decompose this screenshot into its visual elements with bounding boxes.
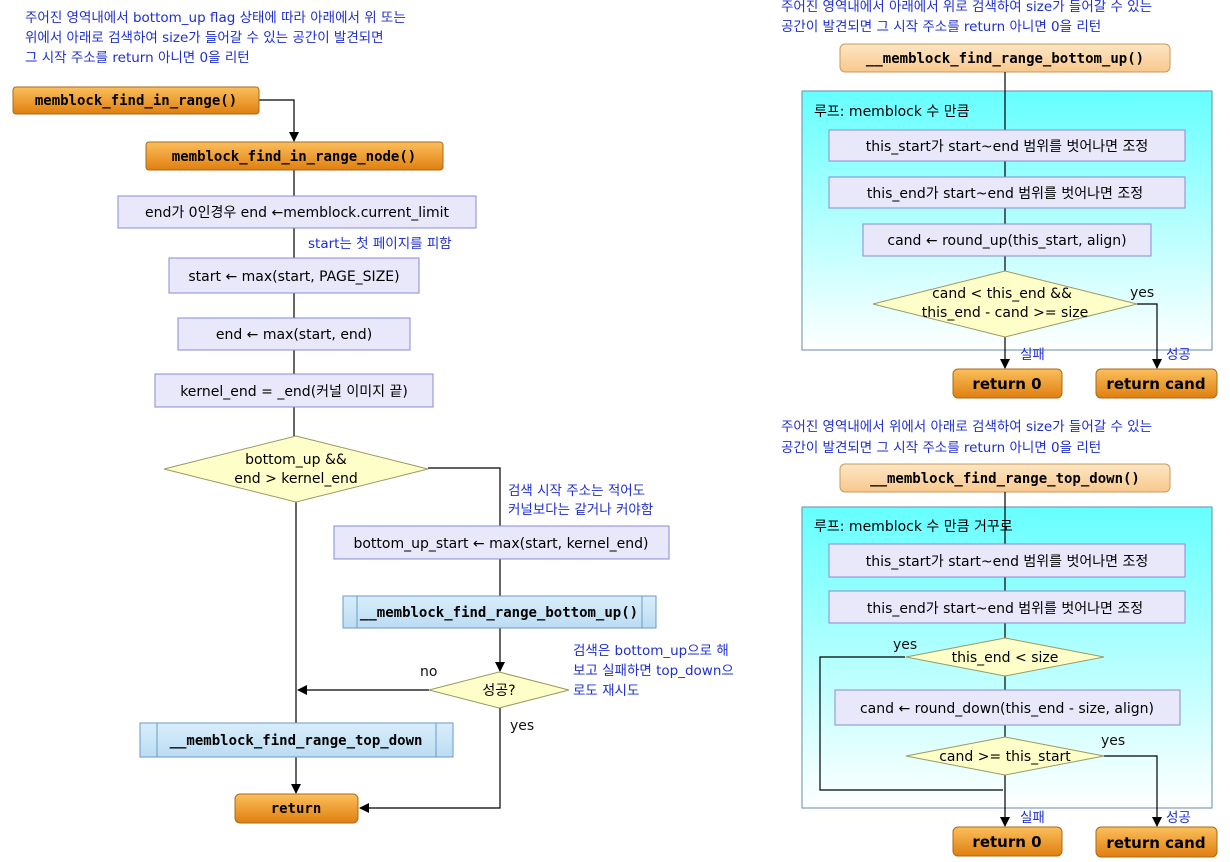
- step-kernel-end: kernel_end = _end(커널 이미지 끝): [154, 373, 434, 408]
- svg-text:this_start가 start~end 범위를 벗어나면: this_start가 start~end 범위를 벗어나면 조정: [866, 139, 1148, 155]
- note-mid-right: 주어진 영역내에서 위에서 아래로 검색하여 size가 들어갈 수 있는 공간…: [781, 419, 1152, 456]
- td-label-yes-1: yes: [893, 637, 917, 653]
- svg-text:end > kernel_end: end > kernel_end: [234, 471, 357, 487]
- bottom-up-title[interactable]: __memblock_find_range_bottom_up(): [839, 43, 1171, 73]
- svg-text:this_end - cand >= size: this_end - cand >= size: [922, 305, 1088, 321]
- td-label-fail: 실패: [1020, 810, 1045, 826]
- svg-text:cand ← round_up(this_start, al: cand ← round_up(this_start, align): [887, 233, 1126, 249]
- svg-text:bottom_up &&: bottom_up &&: [245, 452, 347, 468]
- svg-text:__memblock_find_range_top_down: __memblock_find_range_top_down(): [870, 471, 1140, 487]
- step-end-limit: end가 0인경우 end ←memblock.current_limit: [117, 195, 477, 229]
- fn-entry-box[interactable]: memblock_find_in_range(): [12, 86, 260, 115]
- svg-text:그 시작 주소를 return 아니면 0을 리턴: 그 시작 주소를 return 아니면 0을 리턴: [25, 50, 250, 66]
- svg-text:this_end가 start~end 범위를 벗어나면 조: this_end가 start~end 범위를 벗어나면 조정: [867, 601, 1143, 617]
- svg-text:로도 재시도: 로도 재시도: [573, 683, 639, 699]
- bu-label-fail: 실패: [1020, 347, 1045, 363]
- fn-bottom-up-call[interactable]: __memblock_find_range_bottom_up(): [342, 595, 657, 629]
- bu-label-yes: yes: [1130, 285, 1154, 301]
- svg-text:return 0: return 0: [972, 833, 1041, 851]
- step-start-max: start ← max(start, PAGE_SIZE): [168, 257, 420, 294]
- svg-text:memblock_find_in_range(): memblock_find_in_range(): [35, 93, 237, 109]
- svg-text:주어진 영역내에서 위에서 아래로 검색하여 size가 들: 주어진 영역내에서 위에서 아래로 검색하여 size가 들어갈 수 있는: [781, 419, 1152, 435]
- td-decision-size: this_end < size: [905, 637, 1105, 677]
- svg-text:주어진 영역내에서 아래에서 위로 검색하여 size가 들: 주어진 영역내에서 아래에서 위로 검색하여 size가 들어갈 수 있는: [781, 0, 1152, 15]
- label-no: no: [420, 664, 437, 680]
- note-retry: 검색은 bottom_up으로 해 보고 실패하면 top_down으 로도 재…: [573, 643, 734, 699]
- bu-decision: cand < this_end && this_end - cand >= si…: [872, 270, 1138, 338]
- svg-text:return: return: [271, 801, 322, 817]
- bu-return-0[interactable]: return 0: [952, 368, 1063, 399]
- bu-adjust-start: this_start가 start~end 범위를 벗어나면 조정: [828, 129, 1186, 162]
- step-bottom-up-start: bottom_up_start ← max(start, kernel_end): [333, 525, 670, 560]
- decision-bottom-up: bottom_up && end > kernel_end: [163, 435, 429, 503]
- bu-adjust-end: this_end가 start~end 범위를 벗어나면 조정: [828, 176, 1186, 209]
- svg-text:this_end < size: this_end < size: [952, 650, 1059, 666]
- svg-text:return cand: return cand: [1106, 375, 1205, 393]
- svg-text:start ← max(start, PAGE_SIZE): start ← max(start, PAGE_SIZE): [188, 269, 399, 285]
- svg-text:end가 0인경우 end ←memblock.curren: end가 0인경우 end ←memblock.current_limit: [145, 205, 450, 221]
- svg-text:__memblock_find_range_top_down: __memblock_find_range_top_down: [170, 733, 423, 749]
- bu-cand: cand ← round_up(this_start, align): [862, 223, 1152, 257]
- svg-text:위에서 아래로 검색하여 size가 들어갈 수 있는 공간: 위에서 아래로 검색하여 size가 들어갈 수 있는 공간이 발견되면: [25, 30, 384, 46]
- td-adjust-start: this_start가 start~end 범위를 벗어나면 조정: [828, 543, 1186, 578]
- connectors-bottom-up: [1000, 72, 1162, 369]
- fn-node-box[interactable]: memblock_find_in_range_node(): [145, 141, 444, 171]
- svg-text:memblock_find_in_range_node(): memblock_find_in_range_node(): [172, 149, 416, 165]
- svg-text:return cand: return cand: [1106, 834, 1205, 852]
- note-kernel: 검색 시작 주소는 적어도 커널보다는 같거나 커야함: [508, 483, 653, 518]
- note-start-skip: start는 첫 페이지를 피함: [308, 236, 452, 252]
- svg-text:cand >= this_start: cand >= this_start: [939, 749, 1071, 765]
- svg-text:cand ← round_down(this_end - s: cand ← round_down(this_end - size, align…: [860, 701, 1154, 717]
- svg-text:return 0: return 0: [972, 375, 1041, 393]
- connectors-left: [259, 99, 505, 813]
- td-label-success: 성공: [1166, 810, 1191, 826]
- svg-text:성공?: 성공?: [482, 683, 515, 699]
- svg-text:cand < this_end &&: cand < this_end &&: [932, 286, 1072, 302]
- note-top-right: 주어진 영역내에서 아래에서 위로 검색하여 size가 들어갈 수 있는 공간…: [781, 0, 1152, 35]
- td-label-yes-2: yes: [1101, 733, 1125, 749]
- svg-text:__memblock_find_range_bottom_u: __memblock_find_range_bottom_up(): [360, 605, 638, 621]
- td-decision-start: cand >= this_start: [905, 736, 1105, 776]
- note-top-left: 주어진 영역내에서 bottom_up flag 상태에 따라 아래에서 위 또…: [25, 10, 406, 66]
- decision-success: 성공?: [428, 671, 570, 709]
- svg-text:검색 시작 주소는 적어도: 검색 시작 주소는 적어도: [508, 483, 645, 499]
- svg-text:__memblock_find_range_bottom_u: __memblock_find_range_bottom_up(): [866, 51, 1144, 67]
- svg-text:보고 실패하면 top_down으: 보고 실패하면 top_down으: [573, 663, 734, 679]
- td-return-0[interactable]: return 0: [952, 826, 1063, 857]
- svg-text:kernel_end = _end(커널 이미지 끝): kernel_end = _end(커널 이미지 끝): [180, 384, 408, 400]
- fn-top-down-call[interactable]: __memblock_find_range_top_down: [139, 722, 454, 758]
- label-yes: yes: [510, 718, 534, 734]
- td-return-cand[interactable]: return cand: [1095, 826, 1218, 858]
- svg-text:검색은 bottom_up으로 해: 검색은 bottom_up으로 해: [573, 643, 729, 659]
- svg-text:루프: memblock 수 만큼: 루프: memblock 수 만큼: [814, 104, 970, 120]
- svg-text:커널보다는 같거나 커야함: 커널보다는 같거나 커야함: [508, 502, 653, 518]
- svg-text:bottom_up_start ← max(start, k: bottom_up_start ← max(start, kernel_end): [353, 536, 648, 552]
- td-cand: cand ← round_down(this_end - size, align…: [834, 689, 1181, 726]
- svg-text:루프: memblock 수 만큼 거꾸로: 루프: memblock 수 만큼 거꾸로: [814, 519, 1013, 535]
- svg-text:공간이 발견되면 그 시작 주소를 return 아니면 0: 공간이 발견되면 그 시작 주소를 return 아니면 0을 리턴: [781, 440, 1101, 456]
- svg-text:주어진 영역내에서 bottom_up flag 상태에 따: 주어진 영역내에서 bottom_up flag 상태에 따라 아래에서 위 또…: [25, 10, 406, 26]
- svg-text:this_start가 start~end 범위를 벗어나면: this_start가 start~end 범위를 벗어나면 조정: [866, 554, 1148, 570]
- svg-text:공간이 발견되면 그 시작 주소를 return 아니면 0: 공간이 발견되면 그 시작 주소를 return 아니면 0을 리턴: [781, 19, 1101, 35]
- bu-return-cand[interactable]: return cand: [1095, 368, 1218, 399]
- svg-text:this_end가 start~end 범위를 벗어나면 조: this_end가 start~end 범위를 벗어나면 조정: [867, 186, 1143, 202]
- bu-label-success: 성공: [1166, 347, 1191, 363]
- top-down-title[interactable]: __memblock_find_range_top_down(): [839, 463, 1171, 493]
- return-left[interactable]: return: [234, 793, 359, 824]
- svg-text:end ← max(start, end): end ← max(start, end): [216, 327, 372, 343]
- step-end-max: end ← max(start, end): [177, 317, 411, 351]
- connectors-top-down: [819, 492, 1162, 827]
- td-adjust-end: this_end가 start~end 범위를 벗어나면 조정: [828, 590, 1186, 624]
